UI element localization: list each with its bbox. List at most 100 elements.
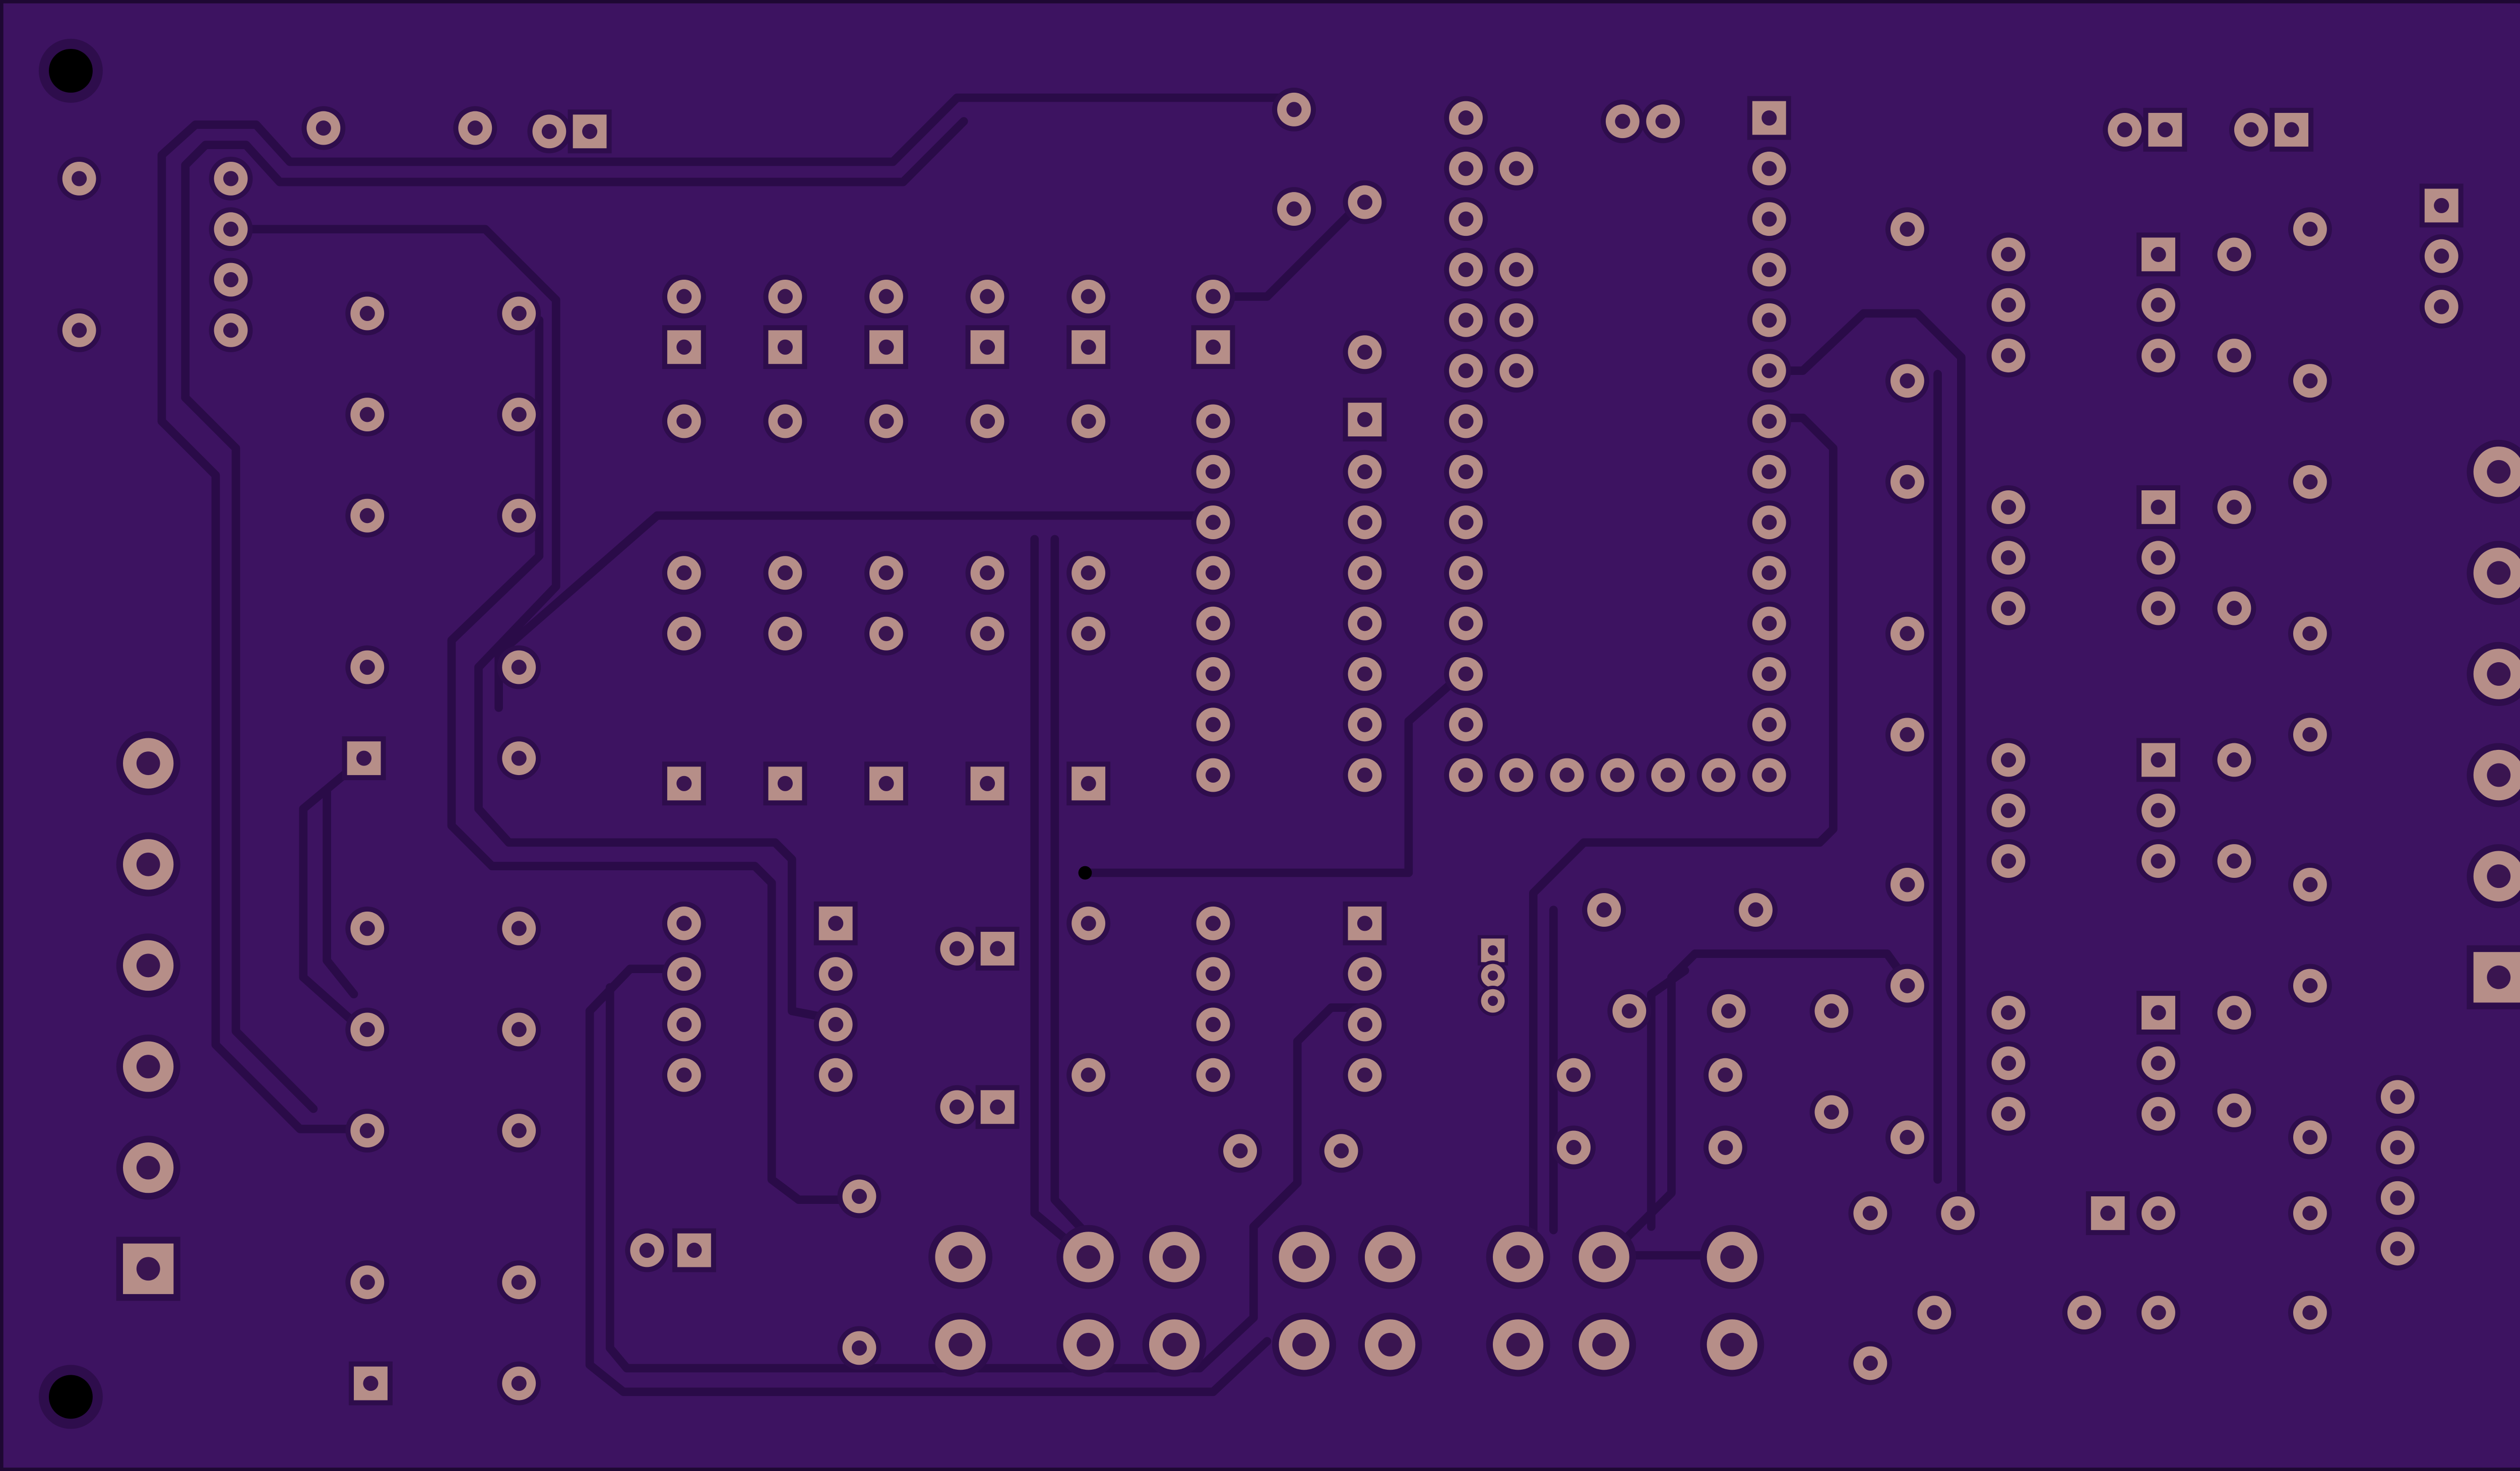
round-pad-35 bbox=[116, 1135, 180, 1200]
round-pad-95 bbox=[1444, 399, 1488, 443]
round-pad-75 bbox=[1191, 702, 1235, 747]
round-pad-185 bbox=[1885, 207, 1929, 251]
round-pad-80 bbox=[1343, 551, 1387, 595]
round-pad-208 bbox=[1986, 1092, 2031, 1136]
round-pad-86 bbox=[1272, 187, 1316, 231]
round-pad-114 bbox=[1747, 197, 1791, 241]
round-pad-14 bbox=[345, 645, 390, 689]
round-pad-122 bbox=[1747, 601, 1791, 646]
round-pad-121 bbox=[1747, 551, 1791, 595]
round-pad-174 bbox=[1477, 986, 1508, 1016]
round-pad-250 bbox=[2467, 439, 2520, 504]
round-pad-6 bbox=[209, 308, 253, 352]
square-pad-255 bbox=[2467, 945, 2520, 1009]
round-pad-60 bbox=[763, 611, 807, 656]
round-pad-171 bbox=[1700, 1312, 1765, 1377]
round-pad-61 bbox=[864, 611, 908, 656]
round-pad-205 bbox=[1986, 839, 2031, 883]
round-pad-18 bbox=[345, 1260, 390, 1304]
round-pad-87 bbox=[1343, 180, 1387, 224]
round-pad-224 bbox=[2212, 586, 2256, 630]
round-pad-253 bbox=[2467, 743, 2520, 807]
round-pad-248 bbox=[2419, 234, 2464, 278]
square-pad-239 bbox=[2086, 1191, 2130, 1235]
round-pad-133 bbox=[813, 952, 858, 996]
round-pad-104 bbox=[1494, 247, 1539, 292]
round-pad-176 bbox=[1734, 888, 1778, 932]
round-pad-232 bbox=[2288, 611, 2332, 656]
round-pad-100 bbox=[1444, 652, 1488, 696]
round-pad-217 bbox=[2136, 839, 2180, 883]
round-pad-7 bbox=[301, 106, 346, 150]
round-pad-147 bbox=[1343, 952, 1387, 996]
square-pad-20 bbox=[349, 1361, 393, 1405]
copper-traces bbox=[157, 93, 1966, 1396]
round-pad-22 bbox=[497, 393, 541, 437]
trace-13 bbox=[1081, 666, 1470, 877]
round-pad-34 bbox=[116, 1034, 180, 1099]
round-pad-221 bbox=[2212, 232, 2256, 277]
round-pad-91 bbox=[1444, 197, 1488, 241]
round-pad-30 bbox=[497, 1361, 541, 1405]
square-pad-43 bbox=[662, 325, 706, 369]
round-pad-15 bbox=[345, 906, 390, 950]
round-pad-115 bbox=[1747, 247, 1791, 292]
round-pad-94 bbox=[1444, 349, 1488, 393]
round-pad-83 bbox=[1343, 702, 1387, 747]
square-pad-112 bbox=[1747, 96, 1791, 140]
trace-15 bbox=[605, 983, 1366, 1373]
round-pad-230 bbox=[2288, 359, 2332, 403]
round-pad-148 bbox=[1343, 1002, 1387, 1047]
round-pad-240 bbox=[2136, 1191, 2180, 1235]
square-pad-10 bbox=[568, 109, 612, 154]
round-pad-140 bbox=[1066, 901, 1111, 945]
round-pad-241 bbox=[2062, 1291, 2106, 1335]
round-pad-164 bbox=[928, 1312, 993, 1377]
round-pad-40 bbox=[965, 275, 1010, 318]
round-pad-184 bbox=[1809, 1090, 1854, 1134]
round-pad-200 bbox=[1986, 485, 2031, 529]
round-pad-71 bbox=[1191, 500, 1235, 544]
trace-5 bbox=[181, 393, 318, 1113]
round-pad-256 bbox=[2375, 1075, 2420, 1119]
round-pad-118 bbox=[1747, 399, 1791, 443]
round-pad-236 bbox=[2288, 1115, 2332, 1160]
round-pad-165 bbox=[1056, 1312, 1121, 1377]
round-pad-204 bbox=[1986, 788, 2031, 833]
trace-21 bbox=[1613, 949, 1909, 1251]
trace-3 bbox=[226, 225, 840, 1024]
round-pad-62 bbox=[965, 611, 1010, 656]
round-pad-145 bbox=[1191, 1053, 1235, 1097]
round-pad-211 bbox=[2136, 334, 2180, 377]
trace-6 bbox=[447, 315, 864, 1204]
square-pad-64 bbox=[662, 761, 706, 806]
square-pad-132 bbox=[813, 901, 858, 945]
square-pad-68 bbox=[1066, 761, 1111, 806]
round-pad-220 bbox=[2136, 1092, 2180, 1136]
round-pad-214 bbox=[2136, 586, 2180, 630]
round-pad-74 bbox=[1191, 652, 1235, 696]
round-pad-105 bbox=[1494, 298, 1539, 342]
square-pad-48 bbox=[1191, 325, 1235, 369]
round-pad-142 bbox=[1191, 901, 1235, 945]
round-pad-39 bbox=[864, 275, 908, 318]
round-pad-73 bbox=[1191, 601, 1235, 646]
round-pad-152 bbox=[837, 1174, 881, 1219]
round-pad-116 bbox=[1747, 298, 1791, 342]
round-pad-52 bbox=[965, 399, 1010, 443]
square-pad-244 bbox=[2143, 107, 2187, 152]
round-pad-50 bbox=[763, 399, 807, 443]
round-pad-106 bbox=[1494, 349, 1539, 393]
round-pad-231 bbox=[2288, 460, 2332, 504]
round-pad-78 bbox=[1343, 450, 1387, 494]
round-pad-5 bbox=[209, 258, 253, 302]
round-pad-42 bbox=[1191, 275, 1235, 318]
round-pad-188 bbox=[1885, 611, 1929, 656]
square-pad-67 bbox=[965, 761, 1010, 806]
square-pad-65 bbox=[763, 761, 807, 806]
round-pad-25 bbox=[497, 736, 541, 781]
round-pad-189 bbox=[1885, 713, 1929, 757]
round-pad-219 bbox=[2136, 1041, 2180, 1085]
round-pad-159 bbox=[1272, 1225, 1337, 1289]
round-pad-84 bbox=[1343, 753, 1387, 797]
